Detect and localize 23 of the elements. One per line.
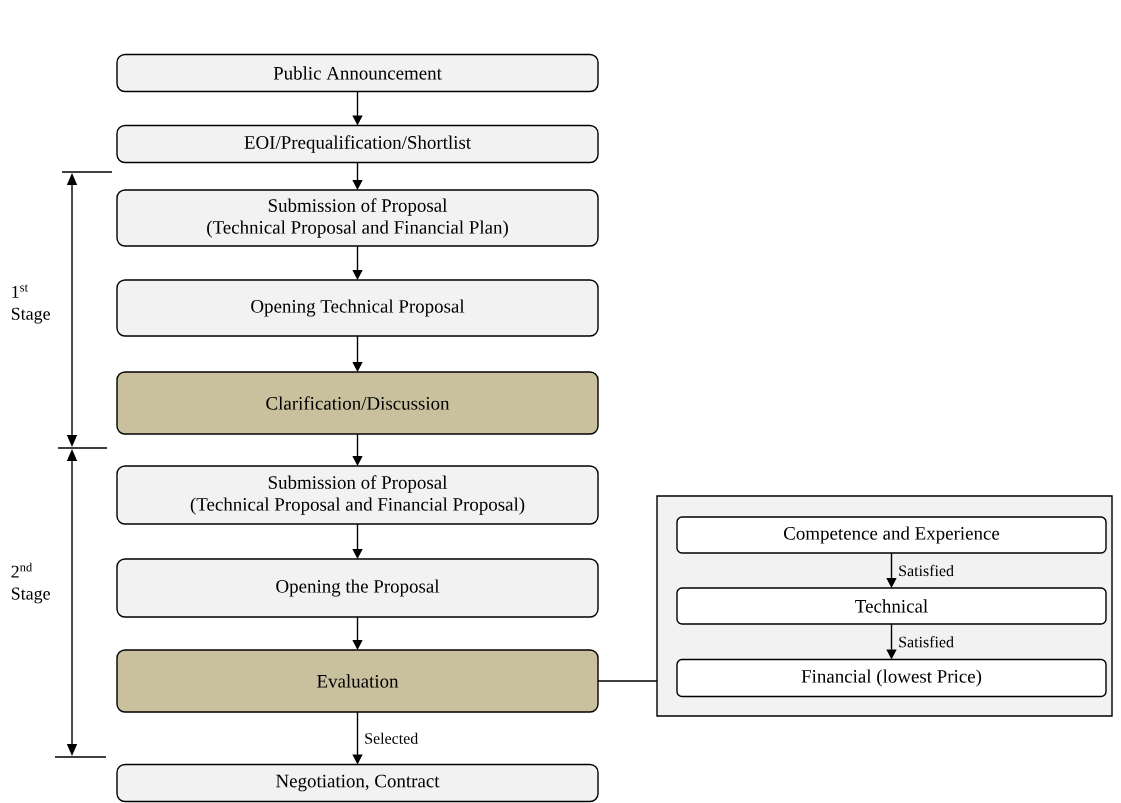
process-box: Public Announcement — [116, 53, 599, 93]
criterion-box: Financial (lowest Price) — [676, 658, 1107, 698]
process-box: EOI/Prequalification/Shortlist — [116, 124, 599, 164]
process-box: Submission of Proposal (Technical Proposal and Financial Proposal) — [116, 465, 599, 525]
process-box: Submission of Proposal (Technical Proposal and Financial Plan) — [116, 189, 599, 247]
arrow — [352, 523, 363, 559]
stage-label: 2$^{nd}$ Stage — [11, 562, 50, 604]
edge-label: Satisfied — [897, 635, 955, 649]
arrow — [886, 552, 897, 588]
edge-label: Selected — [363, 731, 420, 745]
criterion-box: Competence and Experience — [676, 516, 1107, 554]
process-box: Opening the Proposal — [116, 558, 599, 618]
stage-label: 1$^{st}$ Stage — [11, 284, 50, 324]
arrow — [352, 616, 363, 650]
arrow — [352, 245, 363, 280]
highlighted-box: Clarification/Discussion — [116, 371, 599, 435]
arrow — [352, 161, 363, 190]
highlighted-box: Evaluation — [116, 649, 599, 713]
criterion-box: Technical — [676, 587, 1107, 625]
arrow — [352, 335, 363, 372]
process-box: Negotiation, Contract — [116, 763, 599, 803]
arrow — [352, 433, 363, 466]
process-box: Opening Technical Proposal — [116, 279, 599, 337]
